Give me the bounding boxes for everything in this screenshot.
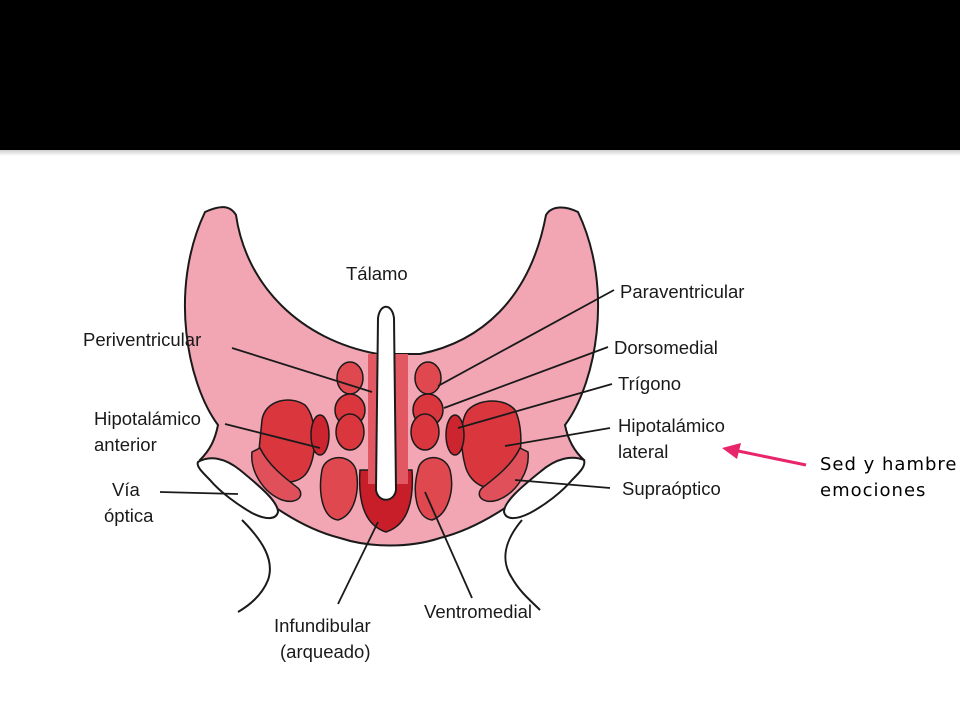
annotation-line-1: Sed y hambre bbox=[820, 454, 958, 475]
nuclei-left bbox=[251, 361, 366, 521]
optic-tract-left bbox=[196, 457, 280, 520]
leader-supraoptico bbox=[514, 479, 611, 489]
diagram-labels: Tálamo Paraventricular Periventricular D… bbox=[83, 263, 744, 662]
label-infundibular-1: Infundibular bbox=[274, 615, 371, 636]
nucleus-trigono-right bbox=[445, 414, 465, 456]
leader-trigono bbox=[457, 383, 613, 429]
nucleus-ventromedial-left bbox=[319, 456, 359, 521]
leader-paraventricular bbox=[437, 289, 615, 387]
annotation-arrow bbox=[722, 443, 807, 467]
nucleus-dorsomedial-left bbox=[336, 361, 364, 395]
label-hipotalamico-lateral-1: Hipotalámico bbox=[618, 415, 725, 436]
nucleus-supraoptic-left bbox=[251, 446, 302, 502]
label-ventromedial: Ventromedial bbox=[424, 601, 532, 622]
third-ventricle bbox=[374, 305, 398, 501]
label-paraventricular: Paraventricular bbox=[620, 281, 744, 302]
optic-tract-left-stalk bbox=[237, 519, 271, 613]
optic-tract-right bbox=[502, 456, 586, 520]
annotation-text: Sed y hambre emociones bbox=[820, 452, 960, 504]
label-dorsomedial: Dorsomedial bbox=[614, 337, 718, 358]
leader-periventricular bbox=[231, 347, 373, 393]
label-hipotalamico-anterior-2: anterior bbox=[94, 434, 157, 455]
arrow-head-icon bbox=[722, 443, 741, 459]
label-via-optica-2: óptica bbox=[104, 505, 154, 526]
nucleus-periventricular-left bbox=[335, 413, 365, 451]
leader-dorsomedial bbox=[443, 346, 609, 409]
arrow-shaft bbox=[737, 449, 807, 467]
label-periventricular: Periventricular bbox=[83, 329, 201, 350]
leader-lateral bbox=[504, 427, 611, 447]
label-trigono: Trígono bbox=[618, 373, 681, 394]
title-divider bbox=[0, 150, 960, 156]
nucleus-periventricular-right bbox=[410, 413, 440, 451]
leader-ventromedial bbox=[424, 491, 473, 599]
nucleus-infundibular bbox=[358, 469, 414, 533]
leader-anterior bbox=[224, 423, 321, 449]
label-supraoptico: Supraóptico bbox=[622, 478, 721, 499]
label-hipotalamico-lateral-2: lateral bbox=[618, 441, 668, 462]
leader-infundibular bbox=[337, 521, 379, 605]
nucleus-supraoptic-right bbox=[478, 446, 529, 502]
nucleus-trigono-left bbox=[310, 414, 330, 456]
nuclei-right bbox=[410, 361, 529, 521]
nucleus-dorsomedial-right bbox=[414, 361, 442, 395]
annotation-line-2: emociones bbox=[820, 480, 927, 501]
slide-title-bar bbox=[0, 0, 960, 150]
leader-lines bbox=[159, 289, 615, 605]
optic-tract-right-stalk bbox=[504, 519, 541, 611]
nucleus-ventromedial-right bbox=[414, 456, 453, 521]
leader-via-optica bbox=[159, 491, 239, 495]
label-talamo: Tálamo bbox=[346, 263, 408, 284]
label-hipotalamico-anterior-1: Hipotalámico bbox=[94, 408, 201, 429]
label-infundibular-2: (arqueado) bbox=[280, 641, 371, 662]
label-via-optica-1: Vía bbox=[112, 479, 140, 500]
